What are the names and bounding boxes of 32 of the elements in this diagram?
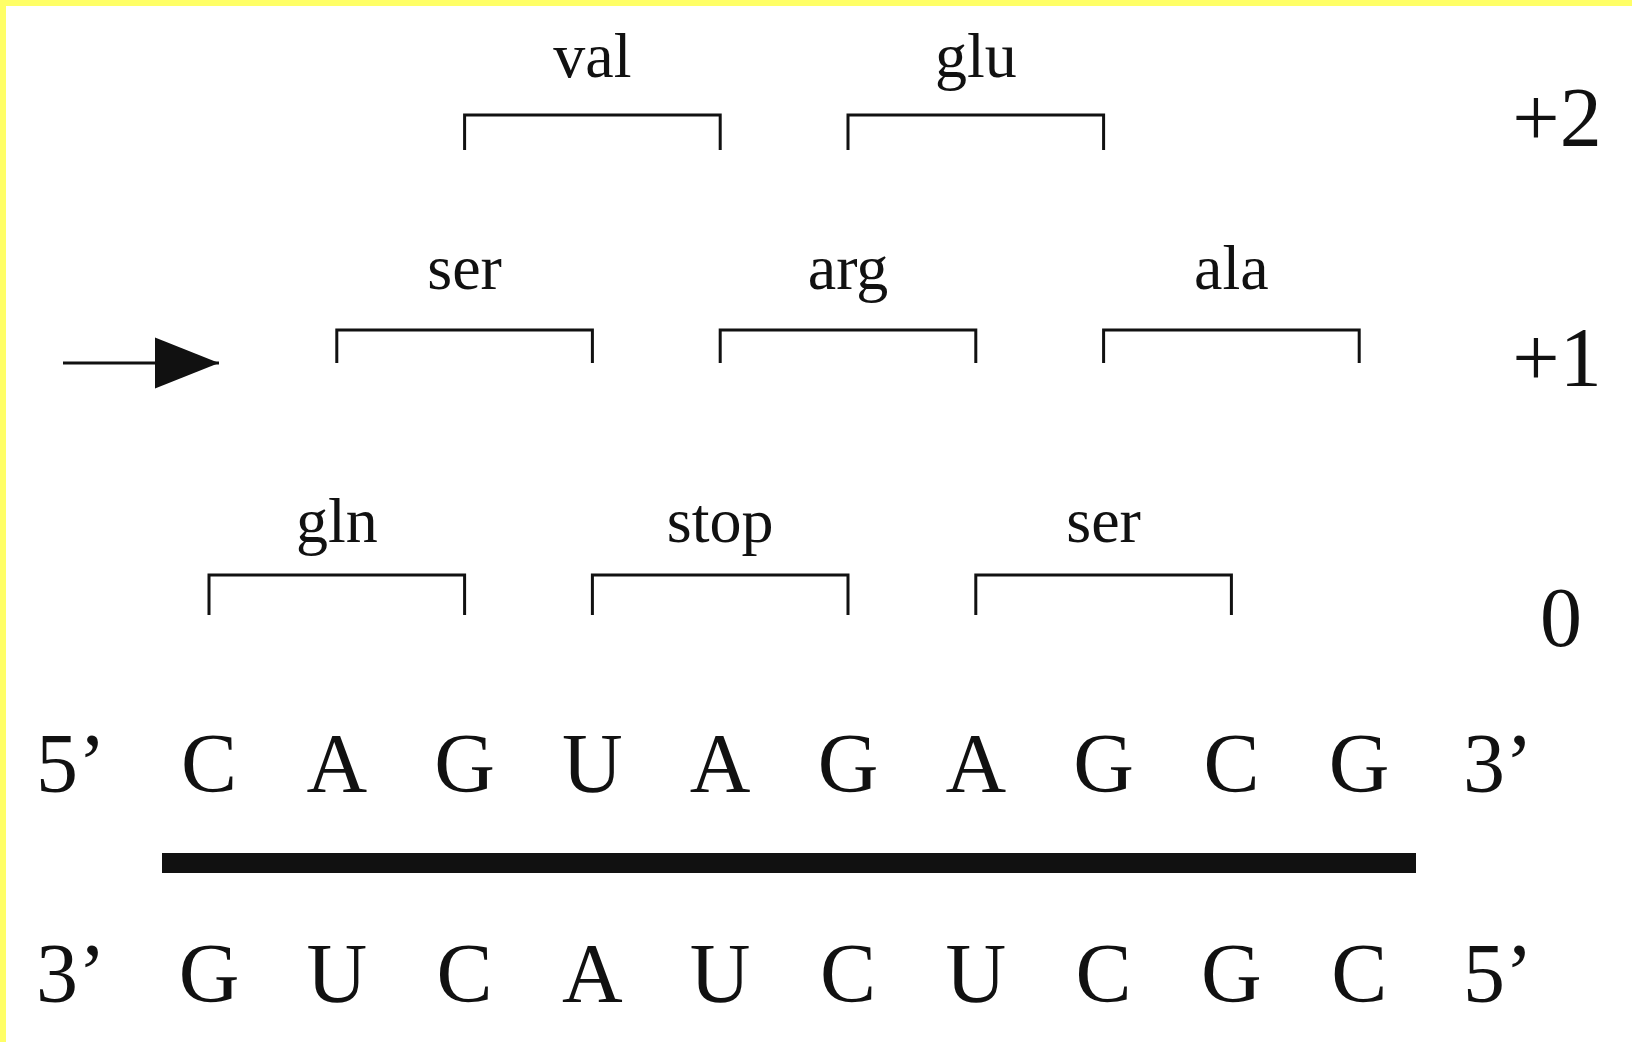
amino-acid-label: ser — [1066, 489, 1141, 553]
nucleotide-letter: G — [178, 932, 240, 1016]
nucleotide-letter: G — [817, 722, 879, 806]
nucleotide-letter: U — [562, 722, 623, 806]
nucleotide-letter: C — [1075, 932, 1132, 1016]
strand-end-label: 3’ — [36, 932, 106, 1016]
nucleotide-letter: G — [1201, 932, 1262, 1016]
reading-frame-label: 0 — [1540, 576, 1582, 660]
base-pairing-bar — [162, 853, 1416, 873]
strand-end-label: 5’ — [1463, 932, 1533, 1016]
nucleotide-letter: G — [1328, 722, 1390, 806]
amino-acid-label: ala — [1194, 236, 1269, 300]
nucleotide-letter: G — [434, 722, 495, 806]
nucleotide-letter: C — [1331, 932, 1388, 1016]
nucleotide-letter: A — [689, 722, 751, 806]
nucleotide-letter: U — [306, 932, 368, 1016]
reading-frame-label: +2 — [1512, 76, 1602, 160]
nucleotide-letter: U — [945, 932, 1007, 1016]
nucleotide-letter: C — [436, 932, 493, 1016]
nucleotide-letter: C — [820, 932, 876, 1016]
nucleotide-letter: C — [1203, 722, 1260, 806]
nucleotide-letter: U — [689, 932, 751, 1016]
nucleotide-letter: A — [945, 722, 1007, 806]
nucleotide-letter: G — [1073, 722, 1134, 806]
strand-end-label: 3’ — [1463, 722, 1533, 806]
amino-acid-label: val — [553, 24, 632, 88]
nucleotide-letter: C — [181, 722, 237, 806]
strand-end-label: 5’ — [36, 722, 106, 806]
nucleotide-letter: A — [306, 722, 368, 806]
nucleotide-letter: A — [562, 932, 623, 1016]
reading-frame-label: +1 — [1512, 316, 1602, 400]
amino-acid-label: ser — [427, 236, 502, 300]
